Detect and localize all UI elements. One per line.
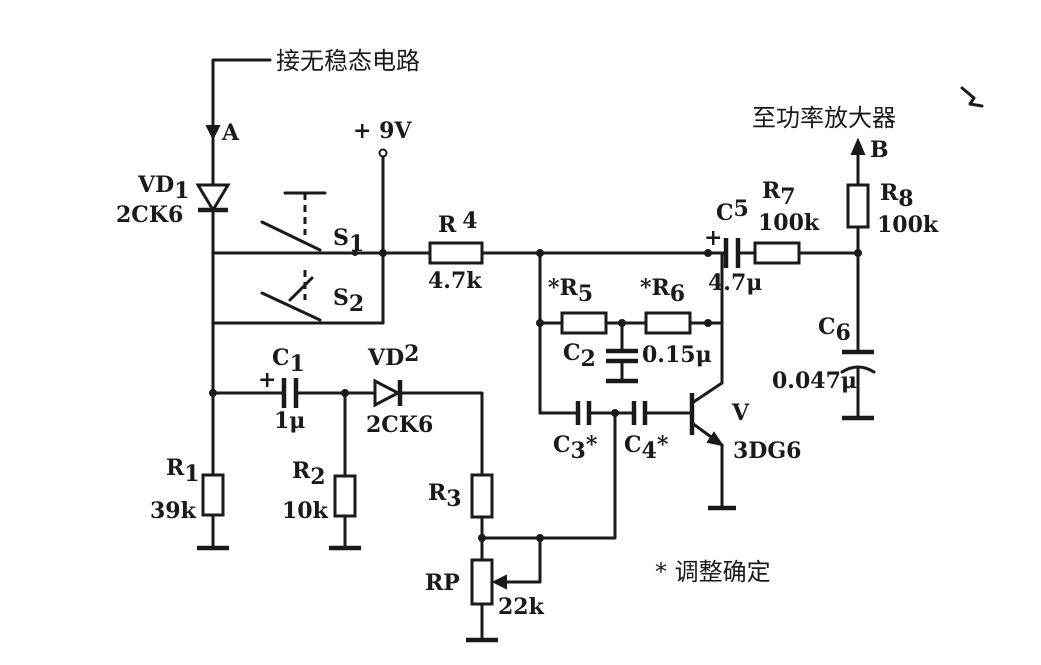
c3-label: C3* <box>553 432 598 464</box>
r4-value: 4.7k <box>428 268 482 294</box>
vd1-value: 2CK6 <box>116 202 183 228</box>
r8-label: R8 <box>880 180 914 212</box>
c6-capacitor <box>840 349 876 421</box>
r8-resistor <box>846 137 870 352</box>
r5-resistor <box>538 311 648 335</box>
r2-label: R2 <box>292 458 326 490</box>
c1-value: 1μ <box>274 408 305 434</box>
c6-label: C6 <box>818 314 851 346</box>
c4-label: C4* <box>624 432 669 464</box>
input-line <box>205 58 272 187</box>
r7-value: 100k <box>758 210 820 236</box>
r6-label: *R6 <box>640 275 685 307</box>
r7-label: R7 <box>762 178 796 210</box>
transistor-v <box>689 251 736 511</box>
r1-value: 39k <box>150 498 197 524</box>
wiper-arrow-icon <box>491 574 507 590</box>
s2-label: S2 <box>333 285 364 317</box>
rp-potentiometer <box>466 536 542 643</box>
c4-capacitor <box>631 401 692 425</box>
r1-label: R1 <box>166 455 200 487</box>
vd2-diode <box>373 378 484 477</box>
supply-label: + 9V <box>353 118 412 144</box>
vd2-value: 2CK6 <box>366 412 433 438</box>
c2-capacitor <box>606 321 638 384</box>
top-note: 接无稳态电路 <box>276 47 420 75</box>
c2-value: 0.15μ <box>642 342 712 368</box>
r2-value: 10k <box>282 498 329 524</box>
c1-polarity: + <box>258 367 276 393</box>
r2-resistor <box>329 391 361 551</box>
node-a-label: A <box>221 120 240 146</box>
network-left-rail <box>536 251 544 415</box>
r5-label: *R5 <box>548 275 593 307</box>
vd1-label: VD1 <box>137 172 189 204</box>
arrow-b-icon <box>850 137 866 155</box>
c5-capacitor <box>706 238 757 268</box>
c5-polarity: + <box>704 225 722 251</box>
emitter-arrow-icon <box>706 431 725 447</box>
supply-rail <box>378 148 388 325</box>
c1-label: C1 <box>272 345 305 377</box>
c2-label: C2 <box>563 340 596 372</box>
c5-label: C5 <box>716 196 749 226</box>
rp-value: 22k <box>498 594 545 620</box>
arrow-a-icon <box>205 125 221 141</box>
switch-s2 <box>211 270 385 325</box>
c3-capacitor <box>538 401 634 425</box>
r3-resistor <box>470 411 617 562</box>
c5-value: 4.7μ <box>708 270 762 296</box>
r8-value: 100k <box>877 212 939 238</box>
corner-mark <box>960 86 984 108</box>
footnote: * 调整确定 <box>655 558 771 586</box>
r3-label: R3 <box>428 480 462 512</box>
transistor-label: V <box>731 400 750 426</box>
right-note: 至功率放大器 <box>752 104 896 132</box>
s1-label: S1 <box>333 225 364 257</box>
r7-resistor <box>753 241 862 265</box>
c6-value: 0.047μ <box>772 368 857 394</box>
r1-resistor <box>197 473 229 551</box>
vd2-label: VD2 <box>367 341 419 371</box>
c1-capacitor <box>209 378 377 408</box>
r6-resistor <box>644 311 724 335</box>
node-b-label: B <box>870 137 889 163</box>
vd1-diode <box>195 183 231 477</box>
transistor-type: 3DG6 <box>733 438 801 464</box>
rp-label: RP <box>425 570 460 596</box>
